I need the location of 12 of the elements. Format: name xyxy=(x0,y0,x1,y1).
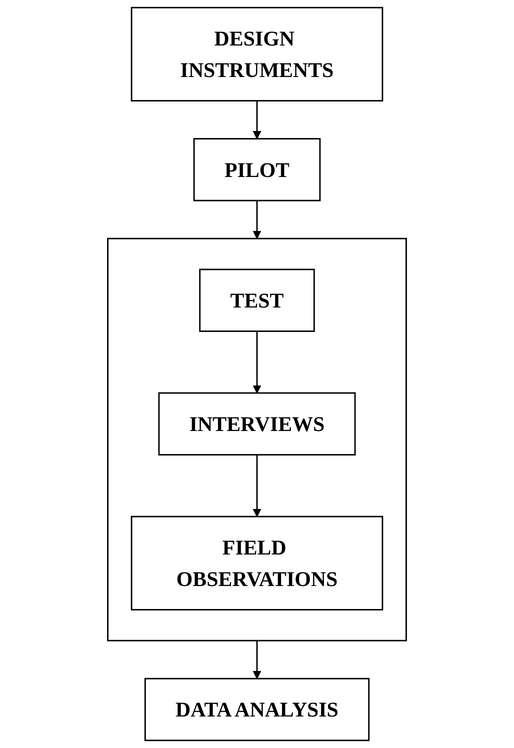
arrow xyxy=(252,331,262,394)
node-box: DESIGN INSTRUMENTS xyxy=(130,6,384,102)
node-box: DATA ANALYSIS xyxy=(144,678,370,742)
arrow xyxy=(252,454,262,517)
arrow xyxy=(252,640,262,679)
node-box: FIELD OBSERVATIONS xyxy=(130,516,384,610)
arrow xyxy=(252,200,262,239)
node-box: PILOT xyxy=(193,138,321,202)
node-box: INTERVIEWS xyxy=(158,392,356,456)
cluster xyxy=(107,238,407,642)
node-box: TEST xyxy=(199,268,315,332)
arrow xyxy=(252,100,262,140)
